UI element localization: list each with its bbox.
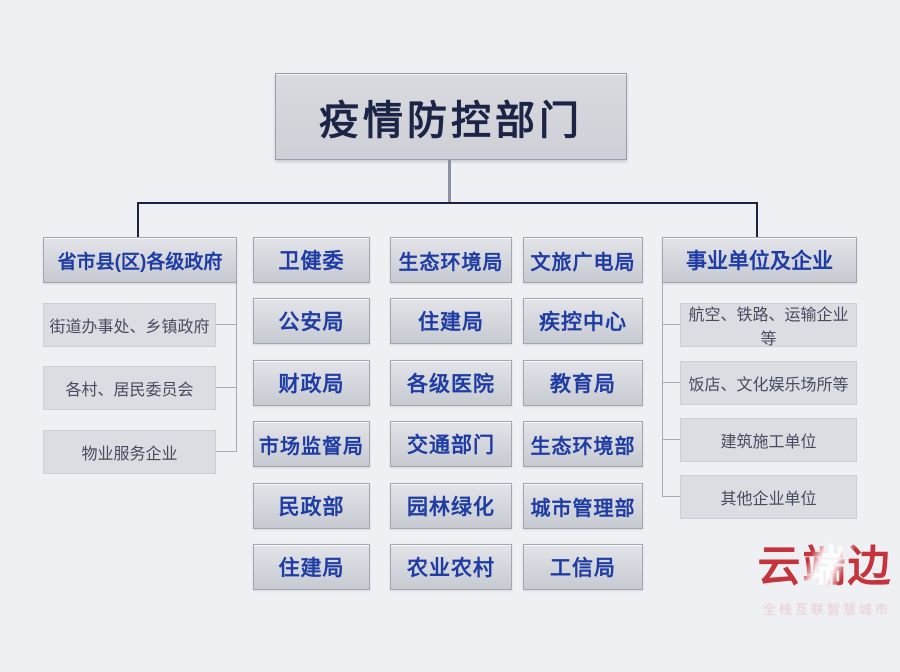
node-label: 航空、铁路、运输企业等 <box>688 307 849 348</box>
node-label: 市场监督局 <box>259 435 364 458</box>
node-label: 生态环境局 <box>398 251 504 274</box>
node-hospitals: 各级医院 <box>390 360 512 406</box>
node-hotels-entertainment: 饭店、文化娱乐场所等 <box>680 361 857 405</box>
node-label: 省市县(区)各级政府 <box>57 251 223 273</box>
node-label: 住建局 <box>418 311 484 334</box>
node-transport-enterprises: 航空、铁路、运输企业等 <box>680 303 857 348</box>
connector-main-horizontal <box>137 202 758 204</box>
node-label: 建筑施工单位 <box>720 434 817 451</box>
node-civil-affairs: 民政部 <box>253 483 370 529</box>
node-label: 卫健委 <box>278 250 345 273</box>
node-label: 财政局 <box>278 373 345 396</box>
node-public-security: 公安局 <box>253 298 370 344</box>
watermark-logo: 云端边 <box>752 543 898 591</box>
node-label: 物业服务企业 <box>81 446 178 463</box>
node-label: 交通部门 <box>407 434 495 457</box>
connector-left-branch-vertical <box>236 283 237 452</box>
node-construction-units: 建筑施工单位 <box>680 418 857 462</box>
node-label: 公安局 <box>278 311 345 334</box>
node-culture-tourism: 文旅广电局 <box>523 237 643 283</box>
node-label: 其他企业单位 <box>720 491 817 508</box>
connector-left-stub-1 <box>216 324 236 325</box>
connector-left-stub-2 <box>216 387 236 388</box>
connector-drop-right <box>756 202 758 238</box>
node-label: 住建局 <box>278 557 345 580</box>
node-transport-dept: 交通部门 <box>390 421 512 467</box>
node-market-supervision: 市场监督局 <box>253 421 370 467</box>
node-cdc-center: 疾控中心 <box>523 298 643 344</box>
node-other-enterprises: 其他企业单位 <box>680 475 857 519</box>
connector-drop-left <box>137 202 139 238</box>
connector-right-stub-1 <box>662 324 680 325</box>
node-label: 事业单位及企业 <box>686 250 833 273</box>
node-label: 饭店、文化娱乐场所等 <box>688 377 849 394</box>
node-label: 园林绿化 <box>407 496 495 519</box>
connector-left-stub-3 <box>216 451 236 452</box>
node-label: 疾控中心 <box>539 311 627 334</box>
root-title: 疫情防控部门 <box>319 98 583 143</box>
connector-right-stub-2 <box>662 382 680 383</box>
node-label: 街道办事处、乡镇政府 <box>49 319 210 336</box>
node-enterprise-header: 事业单位及企业 <box>662 237 857 283</box>
node-finance-bureau: 财政局 <box>253 360 370 406</box>
root-node: 疫情防控部门 <box>275 73 627 160</box>
node-ecology-ministry: 生态环境部 <box>523 421 643 467</box>
node-education-bureau: 教育局 <box>523 360 643 406</box>
connector-right-stub-3 <box>662 439 680 440</box>
node-label: 民政部 <box>278 496 345 519</box>
connector-right-stub-4 <box>662 496 680 497</box>
node-housing-bureau-1: 住建局 <box>253 544 370 590</box>
node-city-management: 城市管理部 <box>523 483 643 529</box>
node-agriculture-rural: 农业农村 <box>390 544 512 590</box>
node-label: 工信局 <box>550 557 616 580</box>
node-label: 生态环境部 <box>530 435 636 458</box>
node-village-committees: 各村、居民委员会 <box>43 366 216 410</box>
node-label: 文旅广电局 <box>530 251 636 274</box>
node-housing-bureau-2: 住建局 <box>390 298 512 344</box>
node-property-companies: 物业服务企业 <box>43 430 216 474</box>
connector-right-branch-vertical <box>662 283 663 496</box>
node-label: 城市管理部 <box>530 497 636 520</box>
node-label: 教育局 <box>550 373 616 396</box>
node-industry-it: 工信局 <box>523 544 643 590</box>
node-landscaping: 园林绿化 <box>390 483 512 529</box>
node-label: 各级医院 <box>407 373 495 396</box>
node-label: 各村、居民委员会 <box>65 382 194 399</box>
node-health-commission: 卫健委 <box>253 237 370 283</box>
watermark-tagline: 全栈互联智慧城市 <box>762 602 891 617</box>
node-ecology-bureau: 生态环境局 <box>390 237 512 283</box>
connector-root-stem <box>448 160 451 203</box>
node-government-header: 省市县(区)各级政府 <box>43 237 237 283</box>
node-label: 农业农村 <box>407 557 495 580</box>
node-street-offices: 街道办事处、乡镇政府 <box>43 303 216 347</box>
